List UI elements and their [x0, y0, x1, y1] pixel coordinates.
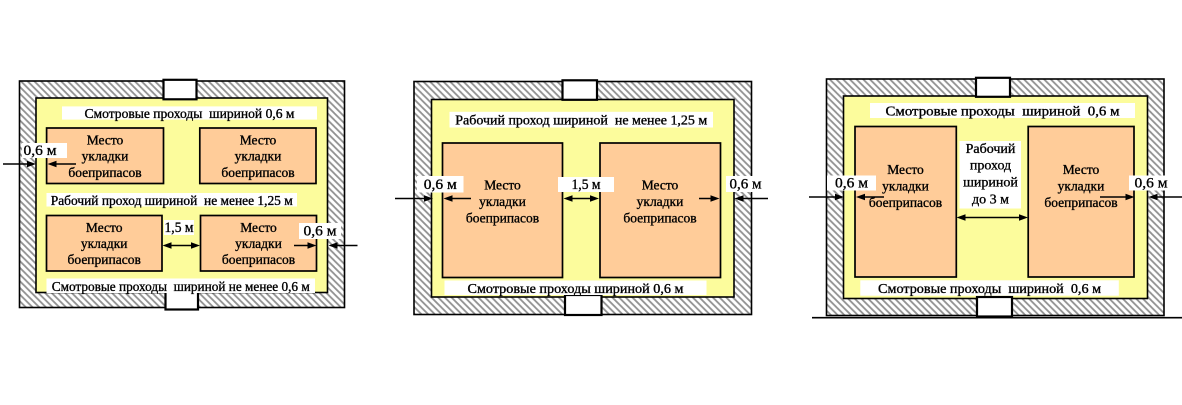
svg-text:1,5 м: 1,5 м: [572, 177, 601, 193]
svg-text:0,6 м: 0,6 м: [304, 224, 338, 240]
svg-text:боеприпасов: боеприпасов: [68, 165, 141, 180]
svg-text:Смотровые проходы шириной не: Смотровые проходы шириной не менее 0,6 м: [52, 279, 310, 294]
svg-text:Место: Место: [887, 162, 924, 177]
svg-text:боеприпасов: боеприпасов: [1044, 195, 1117, 210]
svg-text:боеприпасов: боеприпасов: [68, 252, 141, 267]
svg-text:0,6 м: 0,6 м: [835, 176, 869, 192]
svg-text:1,5 м: 1,5 м: [165, 220, 194, 236]
svg-text:0,6 м: 0,6 м: [1135, 176, 1169, 192]
svg-text:Рабочий проход шириной не мен: Рабочий проход шириной не менее 1,25 м: [51, 193, 293, 208]
svg-text:Место: Место: [87, 132, 124, 147]
svg-text:Смотровые проходы шириной 0,6: Смотровые проходы шириной 0,6 м: [85, 106, 295, 121]
svg-text:боеприпасов: боеприпасов: [869, 195, 942, 210]
svg-text:Место: Место: [484, 178, 521, 193]
svg-text:до 3 м: до 3 м: [972, 192, 1009, 207]
svg-text:проход: проход: [970, 159, 1011, 174]
svg-text:Место: Место: [1063, 162, 1100, 177]
svg-text:укладки: укладки: [1058, 178, 1105, 193]
svg-text:Рабочий проход шириной не мен: Рабочий проход шириной не менее 1,25 м: [455, 113, 707, 128]
svg-text:Место: Место: [86, 220, 123, 235]
svg-text:укладки: укладки: [882, 178, 929, 193]
svg-text:Смотровые проходы шириной 0,: Смотровые проходы шириной 0,6 м: [886, 104, 1120, 119]
svg-text:укладки: укладки: [479, 194, 526, 209]
svg-text:Смотровые проходы шириной 0,6: Смотровые проходы шириной 0,6 м: [468, 281, 684, 296]
svg-text:Место: Место: [642, 178, 679, 193]
svg-text:укладки: укладки: [235, 149, 282, 164]
svg-text:Рабочий: Рабочий: [966, 142, 1016, 157]
svg-text:укладки: укладки: [82, 149, 129, 164]
svg-text:0,6 м: 0,6 м: [730, 177, 763, 193]
svg-text:укладки: укладки: [81, 236, 128, 251]
svg-text:боеприпасов: боеприпасов: [623, 211, 696, 226]
svg-text:боеприпасов: боеприпасов: [222, 252, 295, 267]
svg-text:Место: Место: [240, 132, 277, 147]
svg-text:укладки: укладки: [235, 236, 282, 251]
svg-text:Место: Место: [240, 220, 277, 235]
svg-text:боеприпасов: боеприпасов: [221, 165, 294, 180]
svg-text:Смотровые проходы шириной 0,: Смотровые проходы шириной 0,6 м: [878, 281, 1101, 296]
svg-text:0,6 м: 0,6 м: [24, 143, 58, 159]
svg-text:боеприпасов: боеприпасов: [466, 211, 539, 226]
svg-text:укладки: укладки: [637, 194, 684, 209]
svg-text:шириной: шириной: [963, 176, 1018, 191]
svg-text:0,6 м: 0,6 м: [424, 177, 458, 193]
